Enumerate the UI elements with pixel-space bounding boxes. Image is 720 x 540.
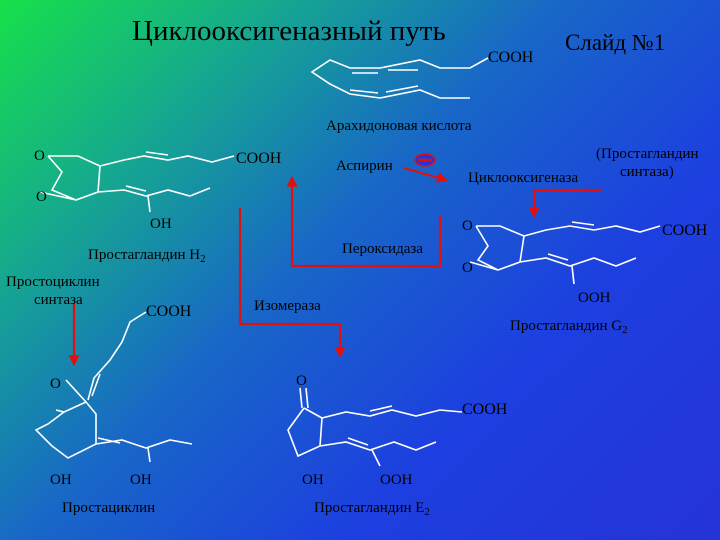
prostacyclin-synthase-label-2: синтаза [34,292,83,308]
pgh2-o-top: O [34,148,45,164]
prostaglandin-g2-structure [469,221,661,285]
peroxidase-label: Пероксидаза [342,241,423,257]
page-title: Циклооксигеназный путь [132,15,446,47]
pge2-oh-label: OH [302,472,324,488]
pg-synthase-label-2: синтаза) [620,164,674,180]
isomerase-label: Изомераза [254,298,321,314]
slide-number: Слайд №1 [565,30,665,55]
pge2-cooh-label: COOH [462,401,508,418]
pge2-name-label: Простагландин E2 [314,500,430,518]
prostacyclin-synthase-label-1: Простоциклин [6,274,100,290]
arrow-pgg2-to-pgh2 [286,175,442,268]
pgh2-cooh-label: COOH [236,150,282,167]
prostaglandin-h2-structure [39,151,235,213]
prostacyclin-oh-left: OH [50,472,72,488]
pgg2-o-bottom: O [462,260,473,276]
arrow-aspirin-to-cox [403,166,449,183]
aspirin-label: Аспирин [336,158,393,174]
pgh2-o-bottom: O [36,189,47,205]
arrow-pgh2-to-pge2 [238,208,346,359]
pg-synthase-label-1: (Простагландин [596,146,699,162]
prostacyclin-o-label: O [50,376,61,392]
cyclooxygenase-label: Циклооксигеназа [468,170,578,186]
arrow-cox-to-pgg2 [528,188,602,219]
prostaglandin-e2-structure [287,387,463,467]
arachidonic-acid-structure [310,57,489,99]
pgg2-o-top: O [462,218,473,234]
prostacyclin-oh-right: OH [130,472,152,488]
pgg2-cooh-label: COOH [662,222,708,239]
reaction-arrows [68,166,602,367]
arachidonic-acid-label: Арахидоновая кислота [326,118,472,134]
pgg2-ooh-label: OOH [578,290,611,306]
pgh2-oh-label: OH [150,216,172,232]
prostacyclin-cooh-label: COOH [146,303,192,320]
pgh2-name-label: Простагландин H2 [88,247,206,265]
prostacyclin-name-label: Простациклин [62,500,155,516]
pgg2-name-label: Простагландин G2 [510,318,628,336]
arachidonic-cooh-label: COOH [488,49,534,66]
pge2-ooh-label: OOH [380,472,413,488]
pge2-o-label: O [296,373,307,389]
prostacyclin-structure [34,311,193,463]
